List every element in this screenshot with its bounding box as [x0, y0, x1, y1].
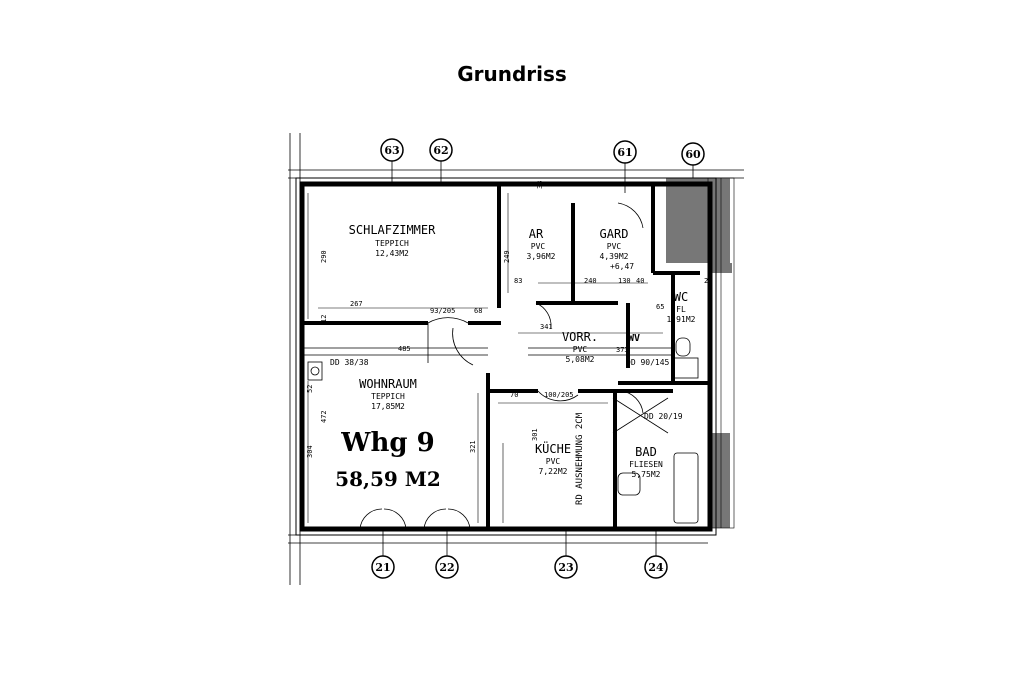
room-area-schlafzimmer: 12,43M2 — [375, 249, 409, 258]
floor-plan: 63 62 61 60 21 22 23 24 — [288, 133, 744, 585]
annotation-level: +6,47 — [610, 262, 634, 271]
axis-label-62: 62 — [433, 144, 448, 157]
room-floor-schlafzimmer: TEPPICH — [375, 239, 409, 248]
dim-267: 267 — [350, 300, 363, 308]
room-floor-ar: PVC — [531, 242, 546, 251]
dim-301: 301 — [531, 428, 539, 441]
axis-label-23: 23 — [558, 561, 573, 574]
room-floor-wohnraum: TEPPICH — [371, 392, 405, 401]
room-floor-kueche: PVC — [546, 457, 561, 466]
axis-label-22: 22 — [439, 561, 454, 574]
axis-label-61: 61 — [617, 146, 632, 159]
room-name-schlafzimmer: SCHLAFZIMMER — [349, 223, 436, 237]
room-name-bad: BAD — [635, 445, 657, 459]
floor-plan-drawing: 63 62 61 60 21 22 23 24 — [288, 133, 744, 585]
dim-83: 83 — [514, 277, 522, 285]
room-floor-gard: PVC — [607, 242, 622, 251]
unit-label: Whg 9 — [340, 428, 434, 458]
dim-373: 373 — [616, 346, 629, 354]
dim-52: 52 — [306, 385, 314, 393]
room-area-gard: 4,39M2 — [600, 252, 629, 261]
axis-label-63: 63 — [384, 144, 399, 157]
annotation-rd: RD AUSNEHMUNG 2CM — [575, 412, 585, 505]
dim-130: 130 — [618, 277, 631, 285]
dim-472: 472 — [320, 410, 328, 423]
dim-249: 249 — [503, 250, 511, 263]
room-name-kueche: KÜCHE — [535, 440, 571, 456]
dim-100-205: 100/205 — [544, 391, 574, 399]
dim-290: 290 — [320, 250, 328, 263]
dim-341: 341 — [540, 323, 553, 331]
annotation-dd-bad: DD 20/19 — [644, 412, 683, 421]
room-area-wc: 1,91M2 — [667, 315, 696, 324]
room-name-gard: GARD — [600, 227, 629, 241]
room-name-ar: AR — [529, 227, 544, 241]
room-name-wc: WC — [674, 290, 688, 304]
dim-70: 70 — [510, 391, 518, 399]
dim-68: 68 — [474, 307, 482, 315]
annotation-dd-right: DD 90/145 — [626, 358, 670, 367]
axis-label-21: 21 — [375, 561, 390, 574]
dim-321: 321 — [469, 440, 477, 453]
room-area-ar: 3,96M2 — [527, 252, 556, 261]
dim-485: 485 — [398, 345, 411, 353]
annotation-wv: WV — [628, 333, 640, 344]
dim-304: 304 — [306, 445, 314, 458]
room-name-vorr: VORR. — [562, 330, 598, 344]
room-floor-bad: FLIESEN — [629, 460, 663, 469]
dim-25: 25 — [704, 277, 712, 285]
room-area-kueche: 7,22M2 — [539, 467, 568, 476]
room-floor-vorr: PVC — [573, 345, 588, 354]
dim-240: 240 — [584, 277, 597, 285]
dim-40: 40 — [636, 277, 644, 285]
axis-label-60: 60 — [685, 148, 701, 161]
page-title: Grundriss — [457, 62, 567, 86]
room-area-vorr: 5,08M2 — [566, 355, 595, 364]
annotation-dd-left: DD 38/38 — [330, 358, 369, 367]
dim-65: 65 — [656, 303, 664, 311]
room-area-wohnraum: 17,85M2 — [371, 402, 405, 411]
dim-93-205: 93/205 — [430, 307, 455, 315]
dim-38: 38 — [536, 181, 544, 189]
room-name-wohnraum: WOHNRAUM — [359, 377, 417, 391]
room-area-bad: 5,75M2 — [632, 470, 661, 479]
room-floor-wc: FL — [676, 305, 686, 314]
dim-12: 12 — [320, 315, 328, 323]
axis-label-24: 24 — [648, 561, 664, 574]
unit-area: 58,59 M2 — [335, 467, 441, 491]
